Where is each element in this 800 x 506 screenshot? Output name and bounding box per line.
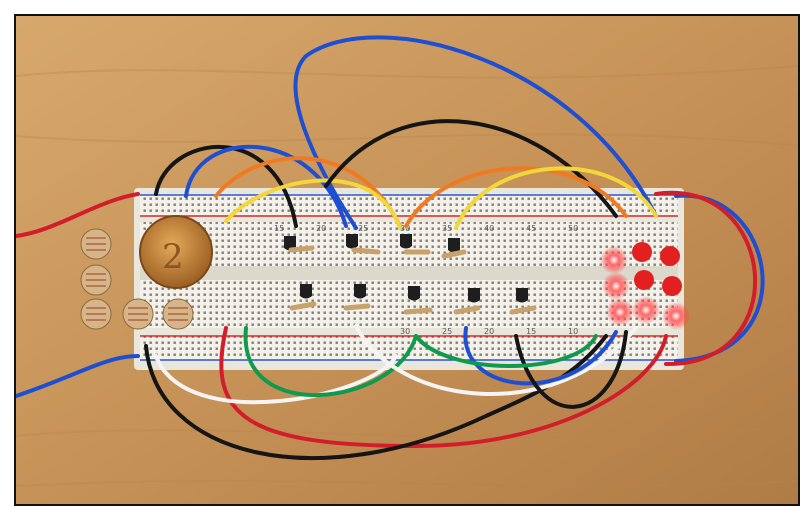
- wire-yellow-1: [224, 178, 402, 230]
- col-label: 40: [484, 224, 494, 233]
- col-label: 30: [400, 327, 410, 336]
- wire-red-bottom: [219, 326, 668, 449]
- coin-denomination: 2: [162, 237, 184, 277]
- col-label: 15: [274, 224, 284, 233]
- wire-green-bottom: [243, 326, 418, 398]
- col-label: 35: [442, 224, 452, 233]
- column-labels-bottom: 30 25 20 15 10: [400, 327, 578, 336]
- wire-blue-left: [16, 354, 140, 398]
- col-label: 20: [484, 327, 494, 336]
- wire-white-bottom: [154, 354, 398, 405]
- wire-black-3: [514, 330, 628, 409]
- wire-orange-2: [404, 166, 628, 228]
- col-label: 50: [568, 224, 578, 233]
- euro-coin: 2: [139, 215, 213, 289]
- wire-white-2: [354, 324, 638, 396]
- column-labels-top: 15 20 25 30 35 40 45 50: [274, 224, 578, 233]
- wires: [16, 35, 765, 461]
- wire-black-2: [324, 119, 618, 218]
- wire-right-red: [654, 190, 757, 367]
- wire-blue-bottom: [463, 326, 618, 386]
- col-label: 30: [400, 224, 410, 233]
- col-label: 15: [526, 327, 536, 336]
- col-label: 45: [526, 224, 536, 233]
- wire-black-top: [154, 144, 298, 228]
- col-label: 20: [316, 224, 326, 233]
- wire-blue-mid: [184, 144, 348, 228]
- led-array: [600, 242, 690, 330]
- resistors: [288, 245, 537, 315]
- wire-blue-top-long: [293, 35, 658, 230]
- wire-yellow-2: [454, 166, 658, 230]
- breadboard-photo: 15 20 25 30 35 40 45 50 30 25 20 15 10: [14, 14, 800, 506]
- col-label: 10: [568, 327, 578, 336]
- col-label: 25: [442, 327, 452, 336]
- photoresistor-traces: [86, 237, 188, 321]
- wood-grain: [16, 65, 798, 487]
- wire-red-left: [16, 192, 140, 238]
- transistors-bottom-row: [300, 284, 528, 303]
- col-label: 25: [358, 224, 368, 233]
- transistors-top-row: [284, 234, 460, 253]
- wire-green-2: [414, 334, 598, 368]
